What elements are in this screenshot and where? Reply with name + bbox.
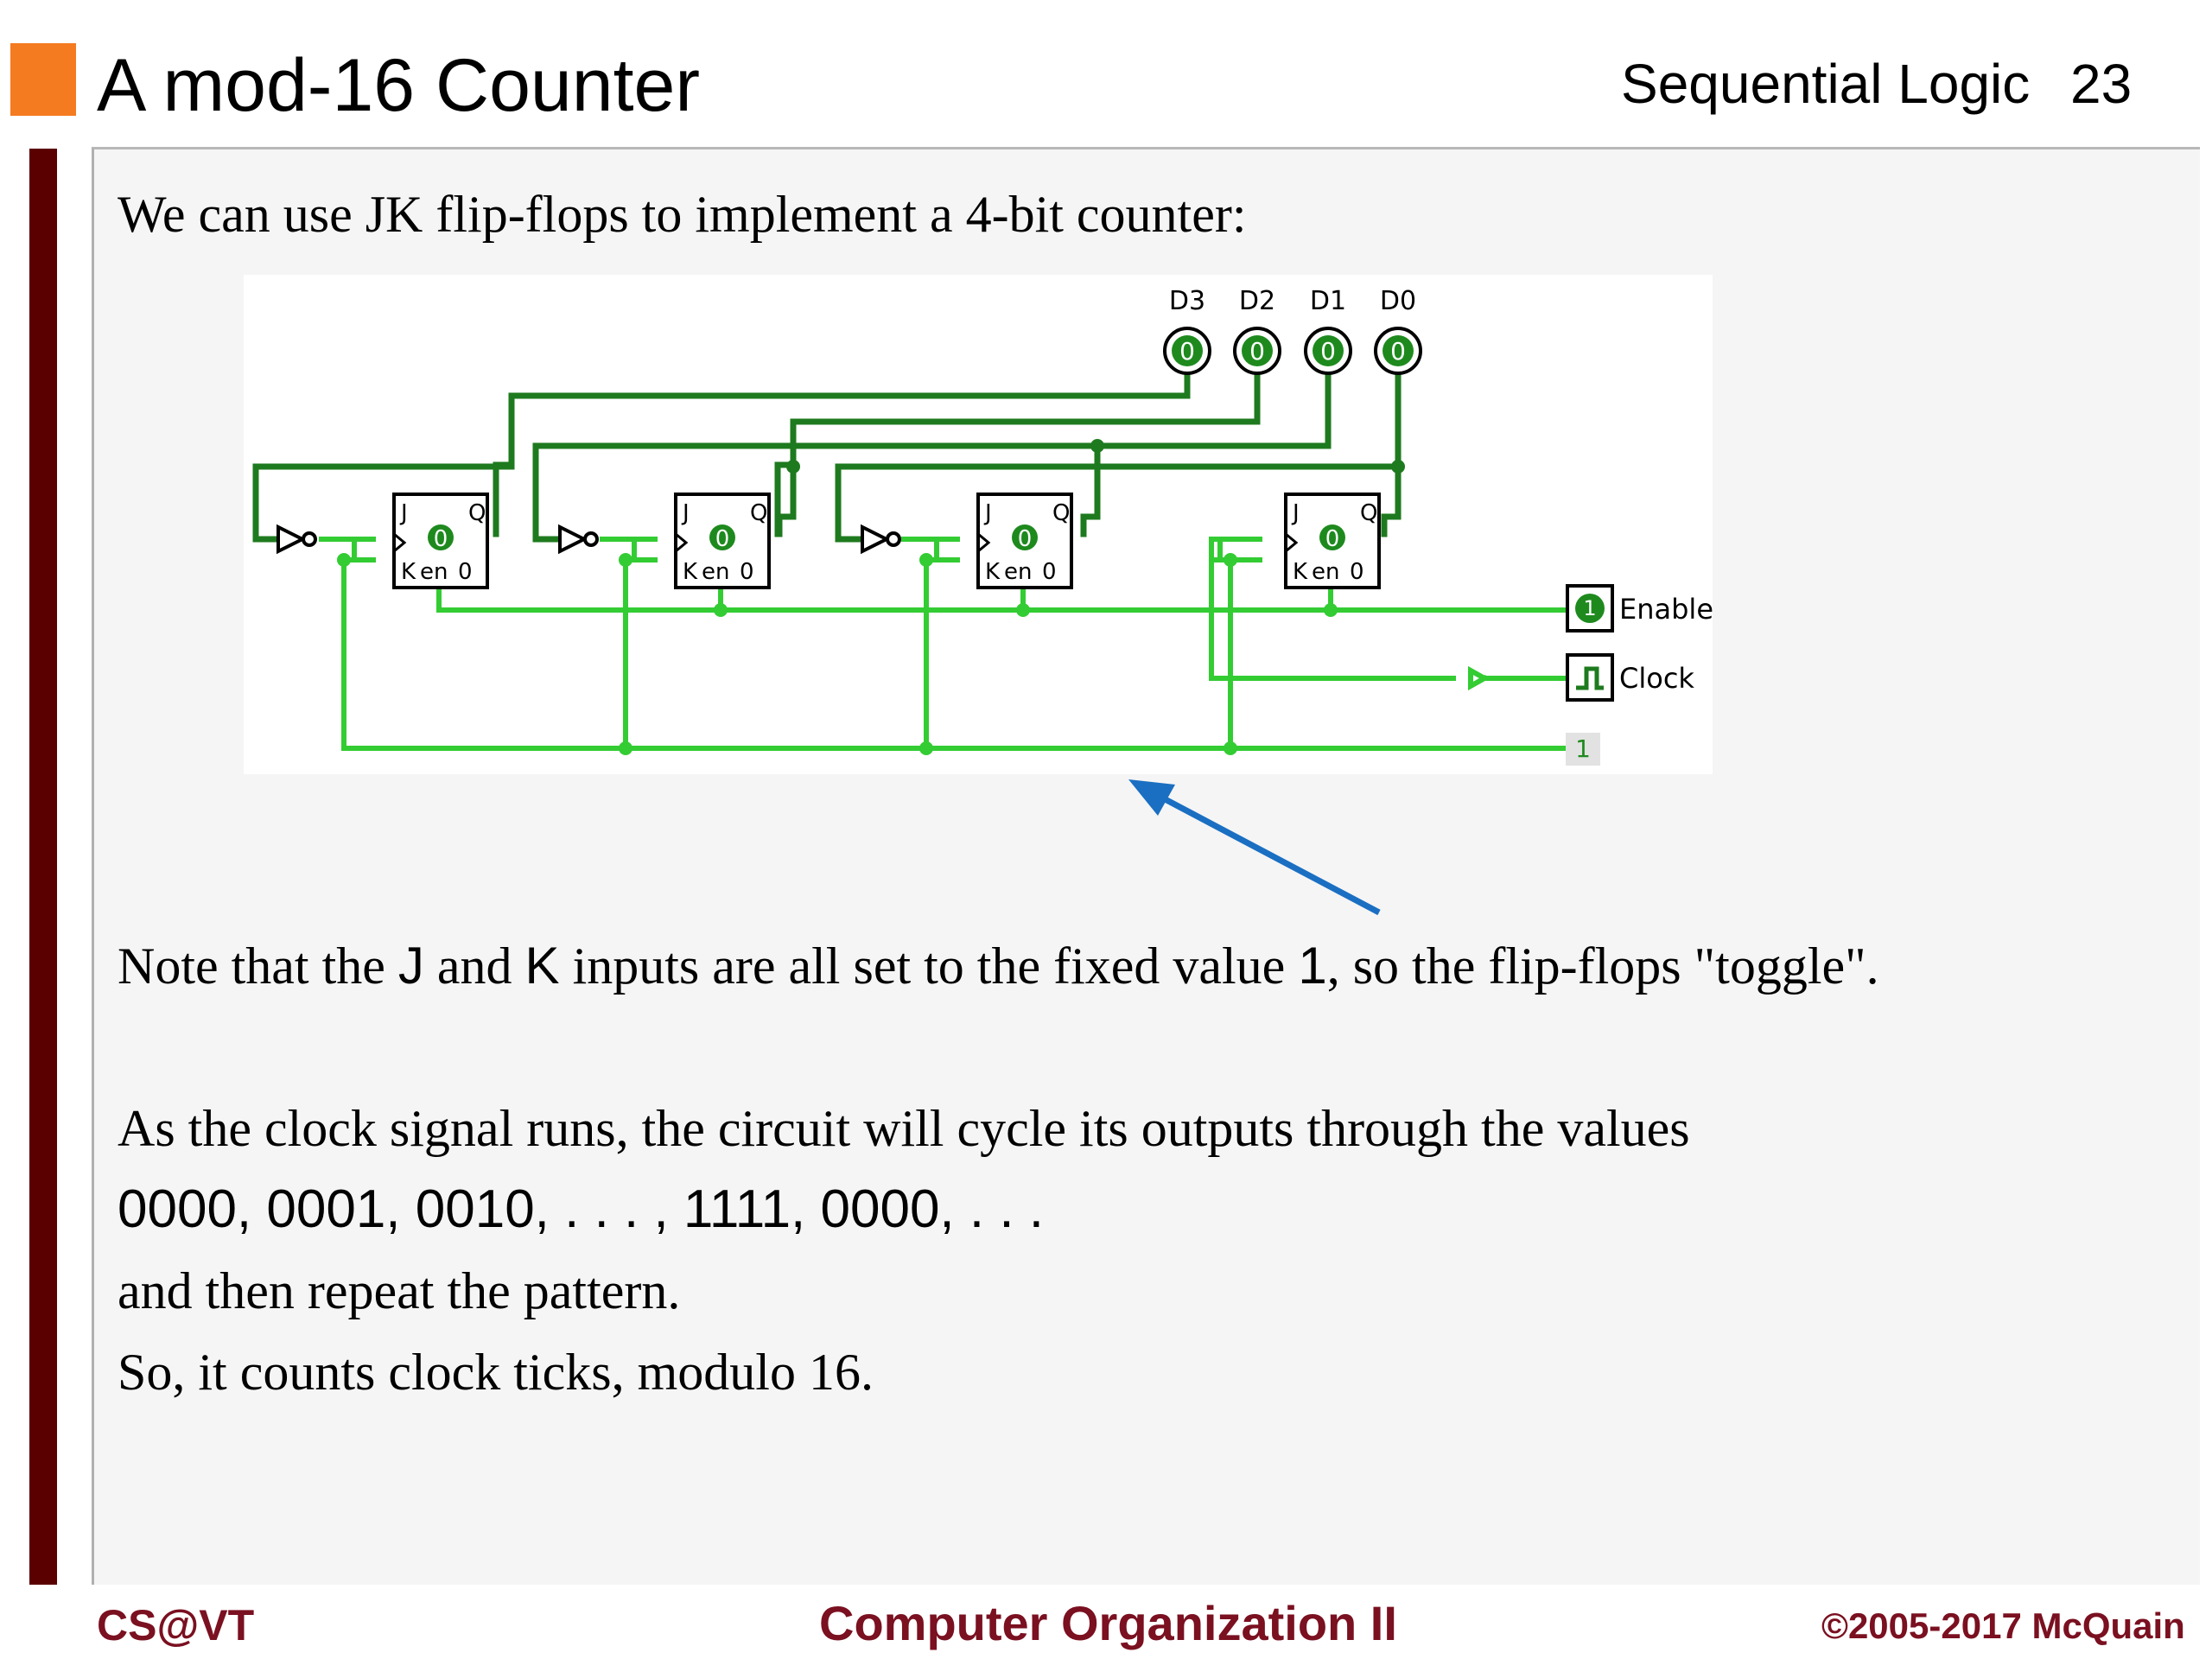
intro-text: We can use JK flip-flops to implement a … [118, 186, 1247, 243]
flip-flop-label: 0 [1350, 559, 1364, 585]
flip-flop-label: 0 [715, 526, 730, 552]
clock-label: Clock [1619, 662, 1694, 695]
enable-value: 1 [1583, 596, 1596, 620]
flip-flop-label: 0 [434, 526, 448, 552]
cycle-text: As the clock signal runs, the circuit wi… [118, 1100, 1690, 1157]
flip-flop-label: Q [750, 500, 767, 526]
slide-number: 23 [2070, 53, 2133, 115]
footer-course: CS@VT [97, 1601, 255, 1649]
enable-indicator [1575, 594, 1605, 623]
constant-value: 1 [1575, 734, 1591, 763]
flip-flop-label: en [702, 559, 729, 585]
footer-copyright: ©2005-2017 McQuain [1821, 1605, 2185, 1646]
flip-flop-label: K [1293, 559, 1308, 585]
output-label: D0 [1380, 286, 1416, 316]
enable-label: Enable [1619, 593, 1713, 626]
output-label: D3 [1169, 286, 1205, 316]
flip-flop-label: J [983, 500, 992, 526]
constant-box [1566, 733, 1600, 766]
flip-flop-label: J [681, 500, 690, 526]
output-probe-d3: D3 0 [1163, 286, 1211, 375]
flip-flop-label: 0 [1325, 526, 1340, 552]
flip-flop-label: Q [468, 500, 486, 526]
clock-input-box [1566, 653, 1614, 702]
output-value: 0 [1249, 337, 1265, 365]
conclusion-text: So, it counts clock ticks, modulo 16. [118, 1344, 874, 1401]
note-text: Note that the J and K inputs are all set… [118, 937, 1879, 995]
flip-flop-label: K [683, 559, 698, 585]
flip-flop-label: Q [1360, 500, 1377, 526]
flip-flop-label: en [420, 559, 448, 585]
flip-flop-label: J [399, 500, 408, 526]
flip-flop-label: en [1004, 559, 1032, 585]
flip-flop-label: Q [1052, 500, 1070, 526]
output-probe-d2: D2 0 [1233, 286, 1281, 375]
clock-icon [1576, 666, 1604, 690]
footer-title: Computer Organization II [819, 1596, 1397, 1650]
flip-flop-label: 0 [740, 559, 754, 585]
output-value: 0 [1320, 337, 1336, 365]
flip-flop-label: K [985, 559, 1001, 585]
title-accent-square [10, 43, 76, 116]
slide-title: A mod-16 Counter [97, 44, 700, 127]
left-accent-bar [29, 149, 57, 1585]
flip-flop-label: en [1312, 559, 1339, 585]
repeat-text: and then repeat the pattern. [118, 1262, 681, 1319]
flip-flop-label: K [401, 559, 416, 585]
sequence-text: 0000, 0001, 0010, . . . , 1111, 0000, . … [118, 1179, 1045, 1239]
output-value: 0 [1179, 337, 1195, 365]
output-value: 0 [1390, 337, 1406, 365]
output-probe-d0: D0 0 [1374, 286, 1422, 375]
output-label: D1 [1310, 286, 1346, 316]
flip-flop-label: 0 [1018, 526, 1033, 552]
flip-flop-label: J [1291, 500, 1300, 526]
output-probe-d1: D1 0 [1304, 286, 1352, 375]
section-label: Sequential Logic [1621, 53, 2031, 115]
flip-flop-label: 0 [458, 559, 473, 585]
flip-flop-label: 0 [1042, 559, 1057, 585]
output-label: D2 [1239, 286, 1275, 316]
